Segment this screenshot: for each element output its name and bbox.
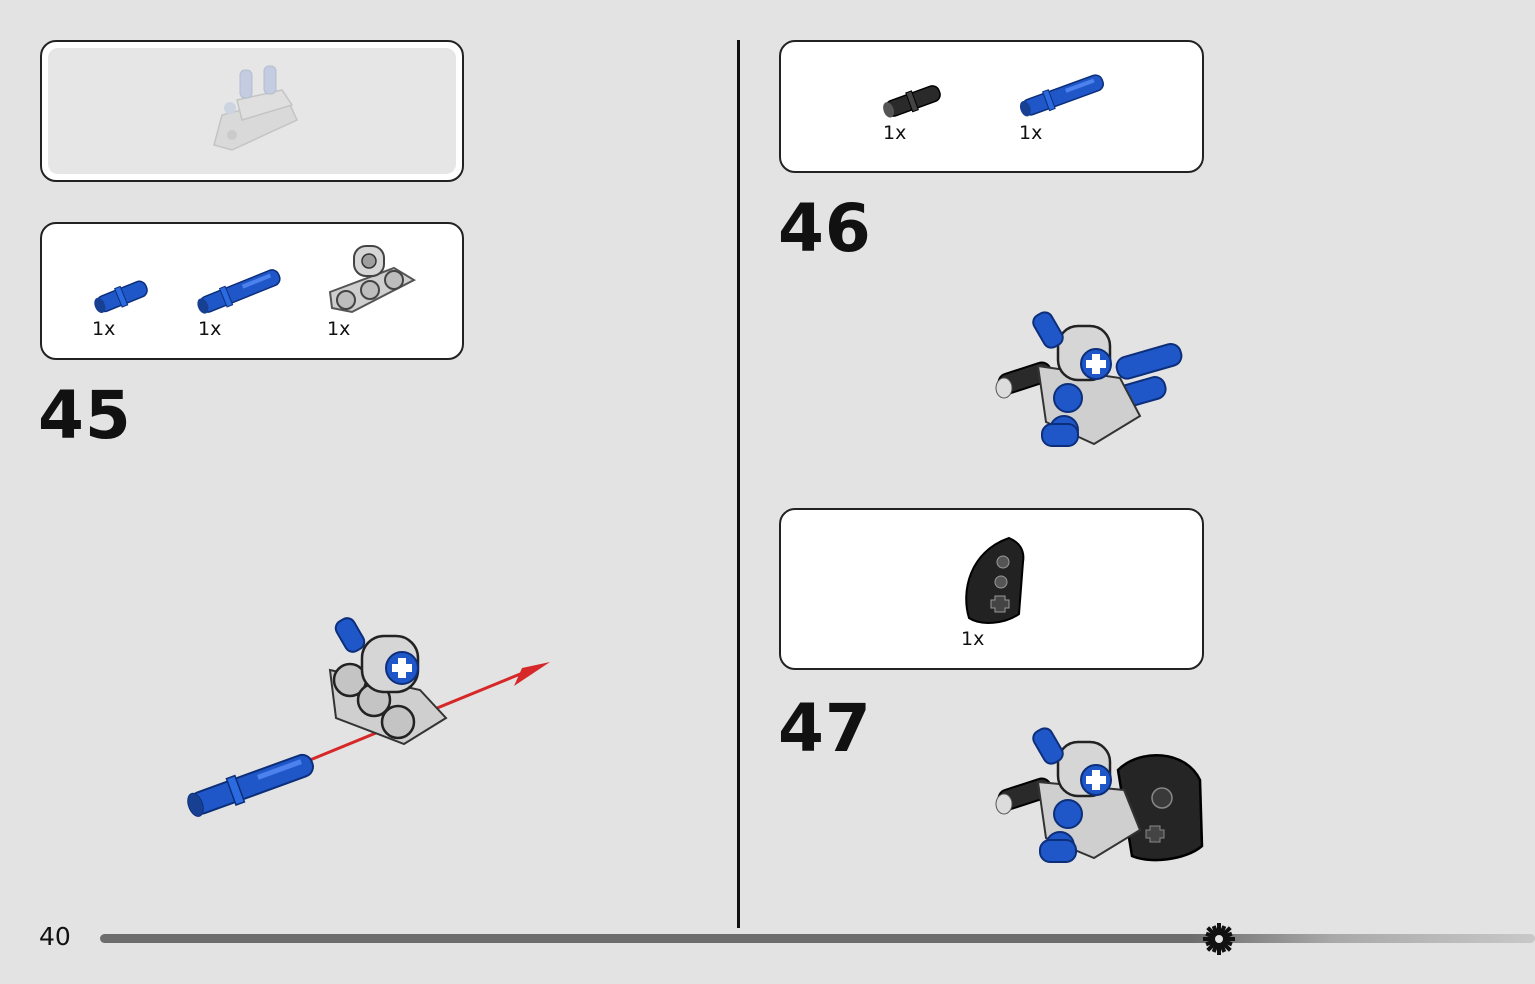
blue-axle-pin-long-icon bbox=[1017, 68, 1109, 122]
part-qty: 1x bbox=[92, 318, 116, 340]
gear-icon bbox=[1202, 922, 1236, 956]
part-qty: 1x bbox=[1019, 122, 1043, 144]
step-number-45: 45 bbox=[38, 377, 132, 454]
blue-axle-pin-long-icon bbox=[187, 753, 314, 817]
subassembly-model-icon bbox=[202, 60, 312, 160]
blue-pin-short-icon bbox=[90, 274, 156, 318]
part-qty: 1x bbox=[961, 628, 985, 650]
step-number-47: 47 bbox=[778, 690, 872, 767]
subassembly-preview-box bbox=[40, 40, 464, 182]
progress-bar bbox=[100, 934, 1535, 943]
part-qty: 1x bbox=[883, 122, 907, 144]
gray-beam-with-axle-hole-icon bbox=[324, 242, 420, 318]
gray-beam-assembly bbox=[328, 617, 448, 746]
step-45-parts-box: 1x 1x 1x bbox=[40, 222, 464, 360]
part-qty: 1x bbox=[327, 318, 351, 340]
black-pin-icon bbox=[881, 80, 945, 122]
step-46-parts-box: 1x 1x bbox=[779, 40, 1204, 173]
black-curved-panel-icon bbox=[959, 532, 1029, 628]
blue-axle-pin-long-icon bbox=[194, 264, 286, 318]
page-number: 40 bbox=[39, 922, 71, 951]
part-qty: 1x bbox=[198, 318, 222, 340]
step-45-assembly-illustration bbox=[180, 600, 560, 830]
arrow-head-icon bbox=[514, 662, 550, 686]
step-47-assembly-illustration bbox=[990, 718, 1210, 868]
column-divider bbox=[737, 40, 740, 928]
step-46-assembly-illustration bbox=[990, 306, 1190, 456]
step-number-46: 46 bbox=[778, 190, 872, 267]
step-47-parts-box: 1x bbox=[779, 508, 1204, 670]
